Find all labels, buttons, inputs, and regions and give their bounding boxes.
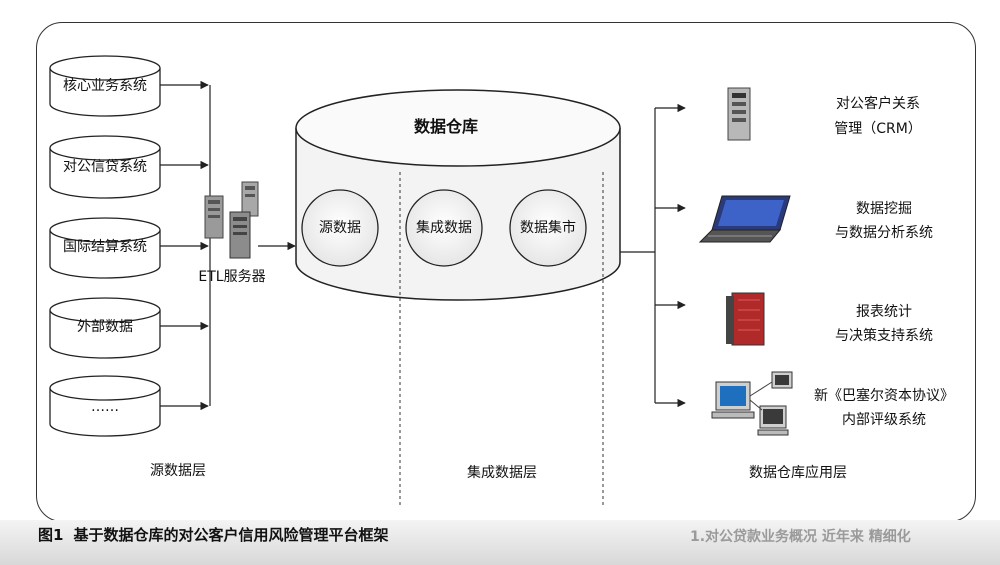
- circle-label-data-mart: 数据集市: [520, 220, 576, 236]
- source-label-core: 核心业务系统: [63, 78, 147, 94]
- app-mining-line2: 与数据分析系统: [835, 225, 933, 241]
- figure-caption: 图1 基于数据仓库的对公客户信用风险管理平台框架: [38, 524, 388, 545]
- source-label-external: 外部数据: [77, 319, 133, 335]
- etl-label: ETL服务器: [198, 269, 266, 285]
- app-report-line1: 报表统计: [856, 304, 912, 320]
- layer-label-source: 源数据层: [150, 463, 206, 479]
- app-basel-line1: 新《巴塞尔资本协议》: [814, 388, 954, 404]
- source-cylinder-5: [49, 375, 161, 437]
- etl-server-icon: [204, 181, 259, 259]
- source-connectors: [160, 80, 211, 411]
- laptop-icon: [698, 195, 791, 243]
- red-server-icon: [726, 292, 765, 346]
- source-label-credit: 对公信贷系统: [63, 159, 147, 175]
- caption-bar: [0, 520, 1000, 565]
- source-label-settlement: 国际结算系统: [63, 239, 147, 255]
- circle-data-mart: [509, 189, 587, 267]
- layer-label-application: 数据仓库应用层: [749, 465, 847, 481]
- figure-number: 图1: [38, 526, 64, 544]
- source-cylinder-3: [49, 217, 161, 279]
- source-cylinder-2: [49, 135, 161, 199]
- app-report-line2: 与决策支持系统: [835, 328, 933, 344]
- app-crm-line2: 管理（CRM）: [834, 121, 922, 137]
- layer-label-integration: 集成数据层: [467, 465, 537, 481]
- app-basel-line2: 内部评级系统: [842, 412, 926, 428]
- warehouse-title: 数据仓库: [413, 117, 479, 136]
- circle-label-integrated-data: 集成数据: [416, 220, 472, 236]
- source-cylinder-1: [49, 55, 161, 117]
- app-crm-line1: 对公客户关系: [836, 96, 920, 112]
- computer-network-icon: [711, 371, 793, 436]
- app-mining-line1: 数据挖掘: [856, 201, 912, 217]
- server-tower-icon: [727, 87, 751, 141]
- figure-title: 基于数据仓库的对公客户信用风险管理平台框架: [73, 526, 389, 544]
- bleed-through-text: 1.对公贷款业务概况 近年来 精细化: [690, 529, 911, 545]
- app-connectors: [620, 103, 686, 408]
- circle-integrated-data: [405, 189, 483, 267]
- source-cylinder-4: [49, 297, 161, 359]
- source-label-more: ……: [91, 399, 119, 415]
- circle-source-data: [301, 189, 379, 267]
- circle-label-source-data: 源数据: [319, 220, 361, 236]
